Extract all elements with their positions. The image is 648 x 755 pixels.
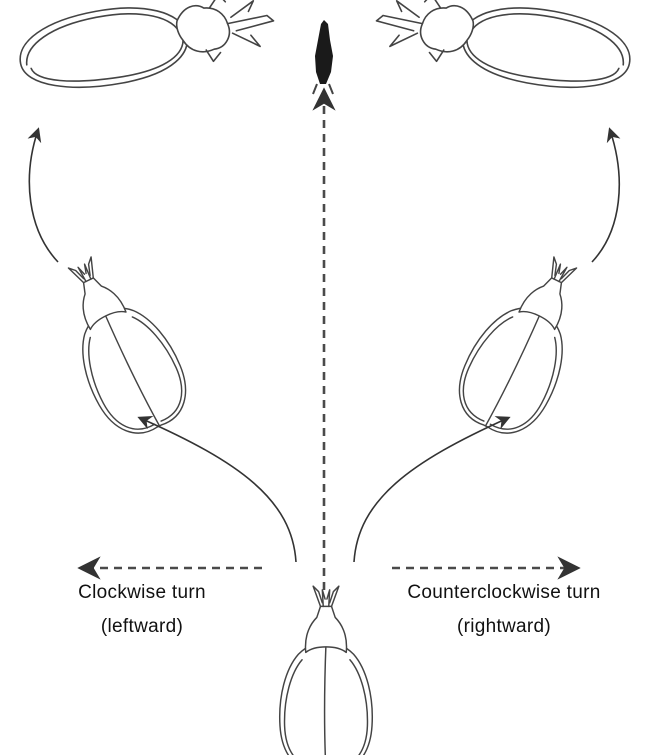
label-counterclockwise-line1: Counterclockwise turn [407, 582, 600, 603]
beetle-right-middle [445, 243, 606, 446]
arrow-left-lower [140, 418, 296, 562]
beetle-right-rotated [372, 0, 635, 94]
label-clockwise-line2: (leftward) [101, 616, 183, 637]
beetle-left-middle [39, 243, 200, 446]
beetle-edge-on [313, 20, 333, 94]
label-counterclockwise-line2: (rightward) [457, 616, 551, 637]
arrow-right-upper [592, 130, 619, 262]
beetle-left-rotated [15, 0, 278, 94]
beetle-start [280, 586, 373, 755]
arrow-left-upper [29, 130, 58, 262]
label-clockwise-line1: Clockwise turn [78, 582, 206, 603]
arrow-right-lower [354, 418, 508, 562]
